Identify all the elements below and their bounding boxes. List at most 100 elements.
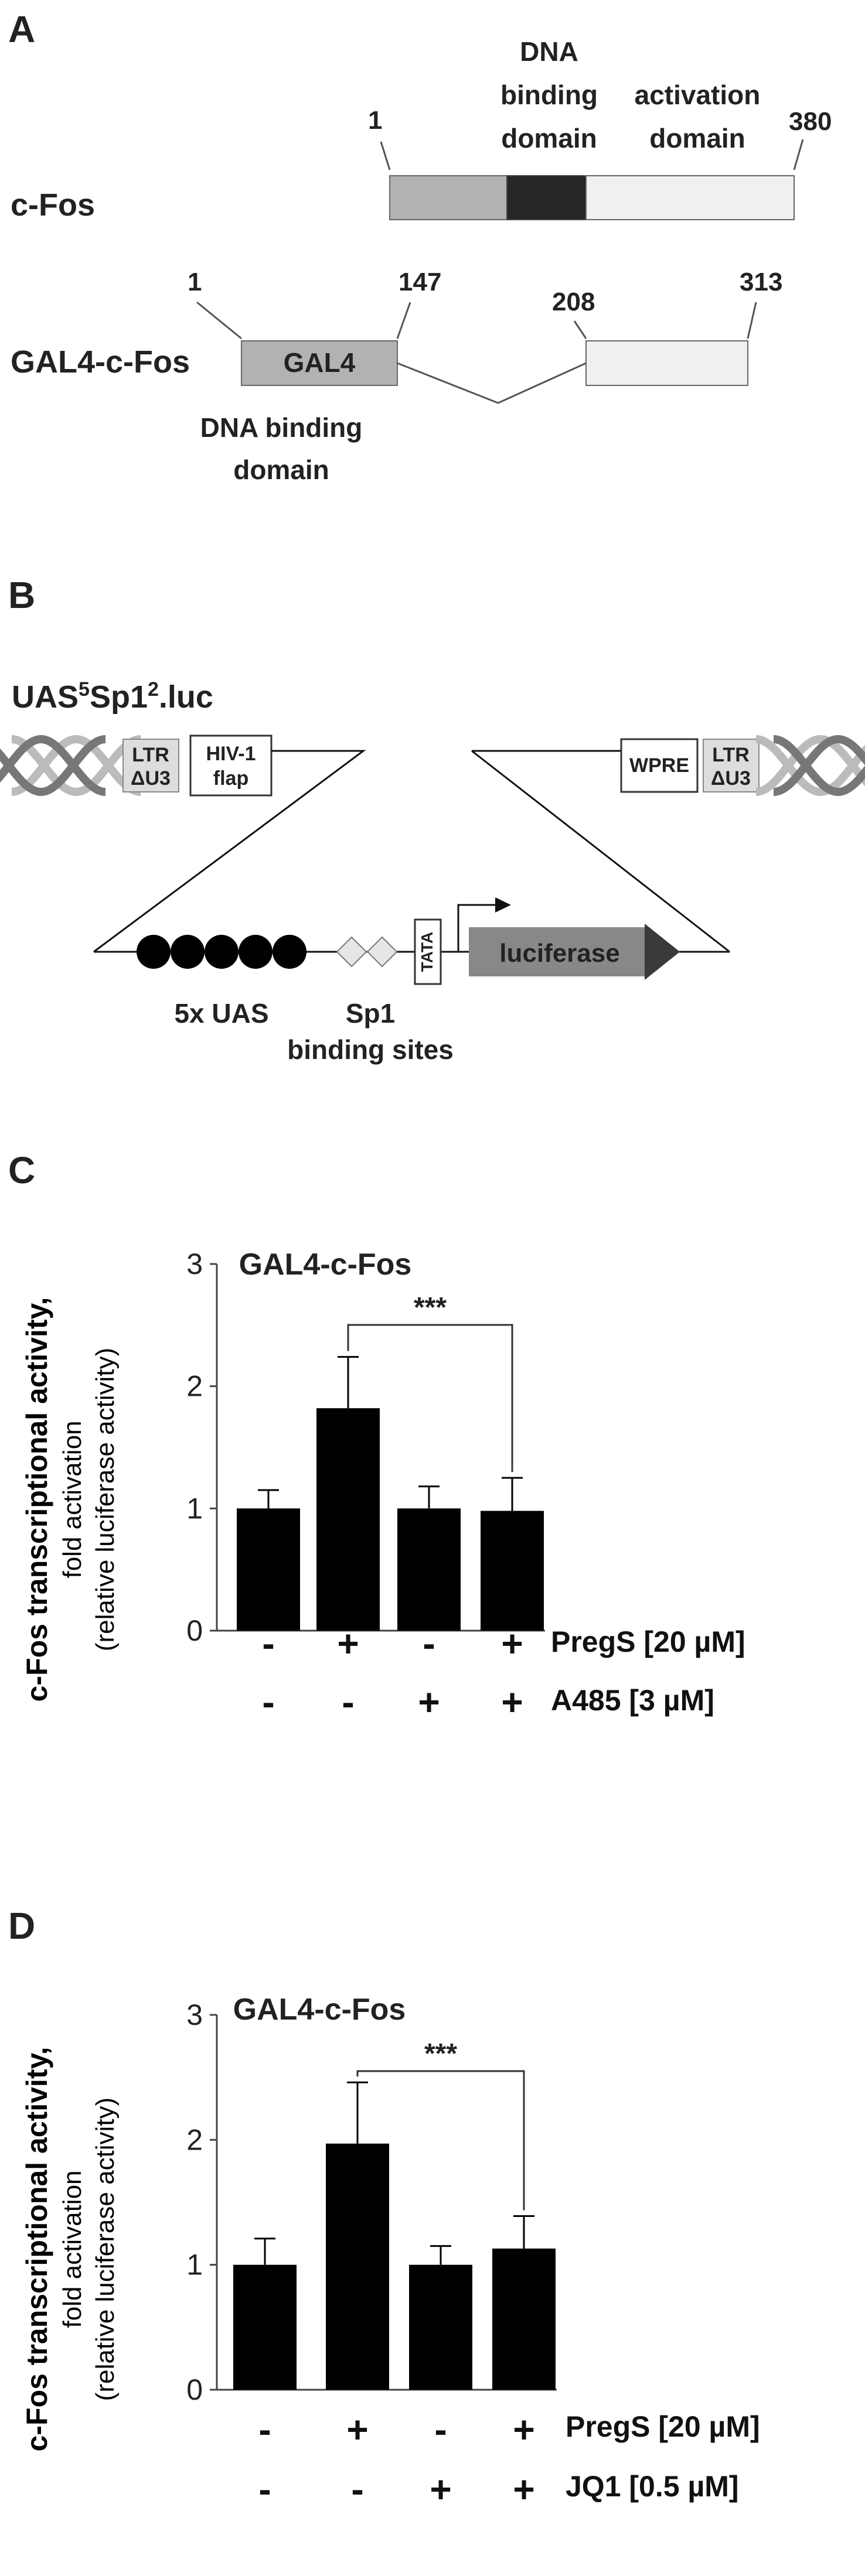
chart-c-ylabel-2: fold activation [58,1420,87,1578]
panel-b: B UAS5Sp12.luc LTR ΔU3 HIV-1 flap WPRE L… [0,574,865,1065]
uas-site-5 [273,935,307,969]
chart-d-ylabel: c-Fos transcriptional activity, fold act… [21,2047,120,2452]
ltr-left-label-2: ΔU3 [131,767,171,790]
chart-c-row2-sign-2: - [342,1681,354,1723]
chart-d-row1-sign-4: + [513,2408,534,2451]
cfos-start-tick [380,141,391,170]
uas-site-1 [137,935,171,969]
chart-c-y-tick-label-1: 1 [186,1492,203,1525]
gal4-number-208: 208 [552,288,595,316]
chart-c: 0 1 2 3 [186,1248,545,1647]
chart-c-bar-1 [237,1508,300,1631]
chart-c-row2-sign-1: - [262,1681,274,1723]
tata-label: TATA [418,932,436,972]
chart-c-title: GAL4-c-Fos [239,1248,412,1282]
chart-c-bar-3 [397,1508,461,1631]
chart-d-row1-sign-1: - [258,2408,271,2451]
hiv-flap-label-2: flap [213,767,248,790]
chart-c-row1-sign-4: + [501,1622,523,1665]
chart-d-row2-sign-2: - [351,2468,363,2510]
right-insert-line [471,750,730,953]
panel-c-letter: C [8,1149,35,1191]
chart-c-ylabel-1: c-Fos transcriptional activity, [21,1297,53,1702]
chart-d-y-tick-label-0: 0 [186,2373,203,2406]
sp1-sites [336,936,398,968]
gal4-dna-binding-box [241,340,398,386]
panel-b-letter: B [8,574,35,616]
cfos-end-tick [793,139,804,170]
cfos-end-number: 380 [789,107,832,136]
chart-d-title: GAL4-c-Fos [233,1993,406,2027]
chart-c-row2: - - + + A485 [3 µM] [262,1681,714,1723]
chart-d-row1-sign-2: + [346,2408,368,2451]
ltr-right-box [703,739,760,792]
chart-d-y-tick-label-3: 3 [186,1998,203,2031]
cfos-activation-domain [585,175,795,220]
chart-c-row2-sign-4: + [501,1681,523,1723]
cfos-act-label-1: activation [635,80,761,110]
chart-c-row1-sign-1: - [262,1622,274,1665]
chart-d-row1: - + - + PregS [20 µM] [258,2408,760,2451]
chart-c-y-tick-label-3: 3 [186,1248,203,1280]
panel-a-letter: A [8,8,35,50]
cfos-dbd-label-2: binding [500,80,598,110]
construct-name: UAS5Sp12.luc [12,678,213,715]
left-dna-helix [0,734,141,797]
ltr-left-box [122,739,179,792]
cfos-dbd-label-1: DNA [520,36,578,67]
ltr-right-label-2: ΔU3 [711,767,751,790]
chart-c-row2-label: A485 [3 µM] [551,1684,714,1717]
tss-arrow-head [495,897,511,913]
ltr-left-label-1: LTR [132,744,169,766]
chart-d-row2-sign-4: + [513,2468,534,2510]
chart-d-row2-sign-1: - [258,2468,271,2510]
gal4-box-label: GAL4 [284,347,356,378]
gal4-start-tick [196,301,242,340]
sp1-site-1 [336,936,367,968]
sp1-site-2 [366,936,398,968]
chart-c-y-tick-label-2: 2 [186,1370,203,1403]
panel-c: C GAL4-c-Fos c-Fos transcriptional activ… [8,1149,745,1723]
chart-d-row2-label: JQ1 [0.5 µM] [566,2470,739,2503]
chart-c-row1: - + - + PregS [20 µM] [262,1622,745,1665]
gal4-activation-segment [585,340,748,386]
chart-c-y-tick-label-0: 0 [186,1614,203,1647]
gal4-number-147: 147 [399,268,441,296]
gal4-dbd-label-1: DNA binding [200,412,363,443]
gal4-cfos-name: GAL4-c-Fos [11,344,190,380]
gal4-number-1: 1 [188,268,202,296]
uas-sites [137,935,307,969]
chart-d-y-tick-label-2: 2 [186,2123,203,2156]
cfos-name: c-Fos [11,187,95,223]
luciferase-gene-arrow [469,924,680,980]
wpre-box [620,738,699,793]
luciferase-label: luciferase [499,939,619,968]
chart-c-row2-sign-3: + [418,1681,440,1723]
chart-d-row1-label: PregS [20 µM] [566,2410,760,2443]
gal4-deletion-junction [397,362,587,404]
uas-site-4 [239,935,273,969]
chart-d-bar-1 [233,2264,297,2390]
gal4-147-tick [396,302,411,339]
chart-d-bar-3 [409,2264,472,2390]
chart-c-significance-bracket [347,1324,513,1473]
chart-c-ylabel-3: (relative luciferase activity) [91,1348,120,1651]
chart-d-row1-sign-3: - [434,2408,447,2451]
chart-c-row1-label: PregS [20 µM] [551,1625,745,1658]
chart-d-significance: *** [424,2038,457,2069]
chart-c-ylabel: c-Fos transcriptional activity, fold act… [21,1297,120,1702]
chart-c-bar-4 [481,1511,544,1631]
chart-c-bar-2 [316,1408,380,1631]
panel-d-letter: D [8,1905,35,1947]
chart-c-row1-sign-2: + [337,1622,359,1665]
cfos-start-number: 1 [368,106,382,135]
cfos-nterm-segment [389,175,508,220]
chart-d-bar-4 [492,2248,556,2390]
ltr-right-label-1: LTR [712,744,750,766]
chart-d-ylabel-2: fold activation [58,2170,87,2328]
chart-d-ylabel-3: (relative luciferase activity) [91,2097,120,2401]
gal4-number-313: 313 [740,268,782,296]
cfos-dna-binding-domain [506,175,587,220]
